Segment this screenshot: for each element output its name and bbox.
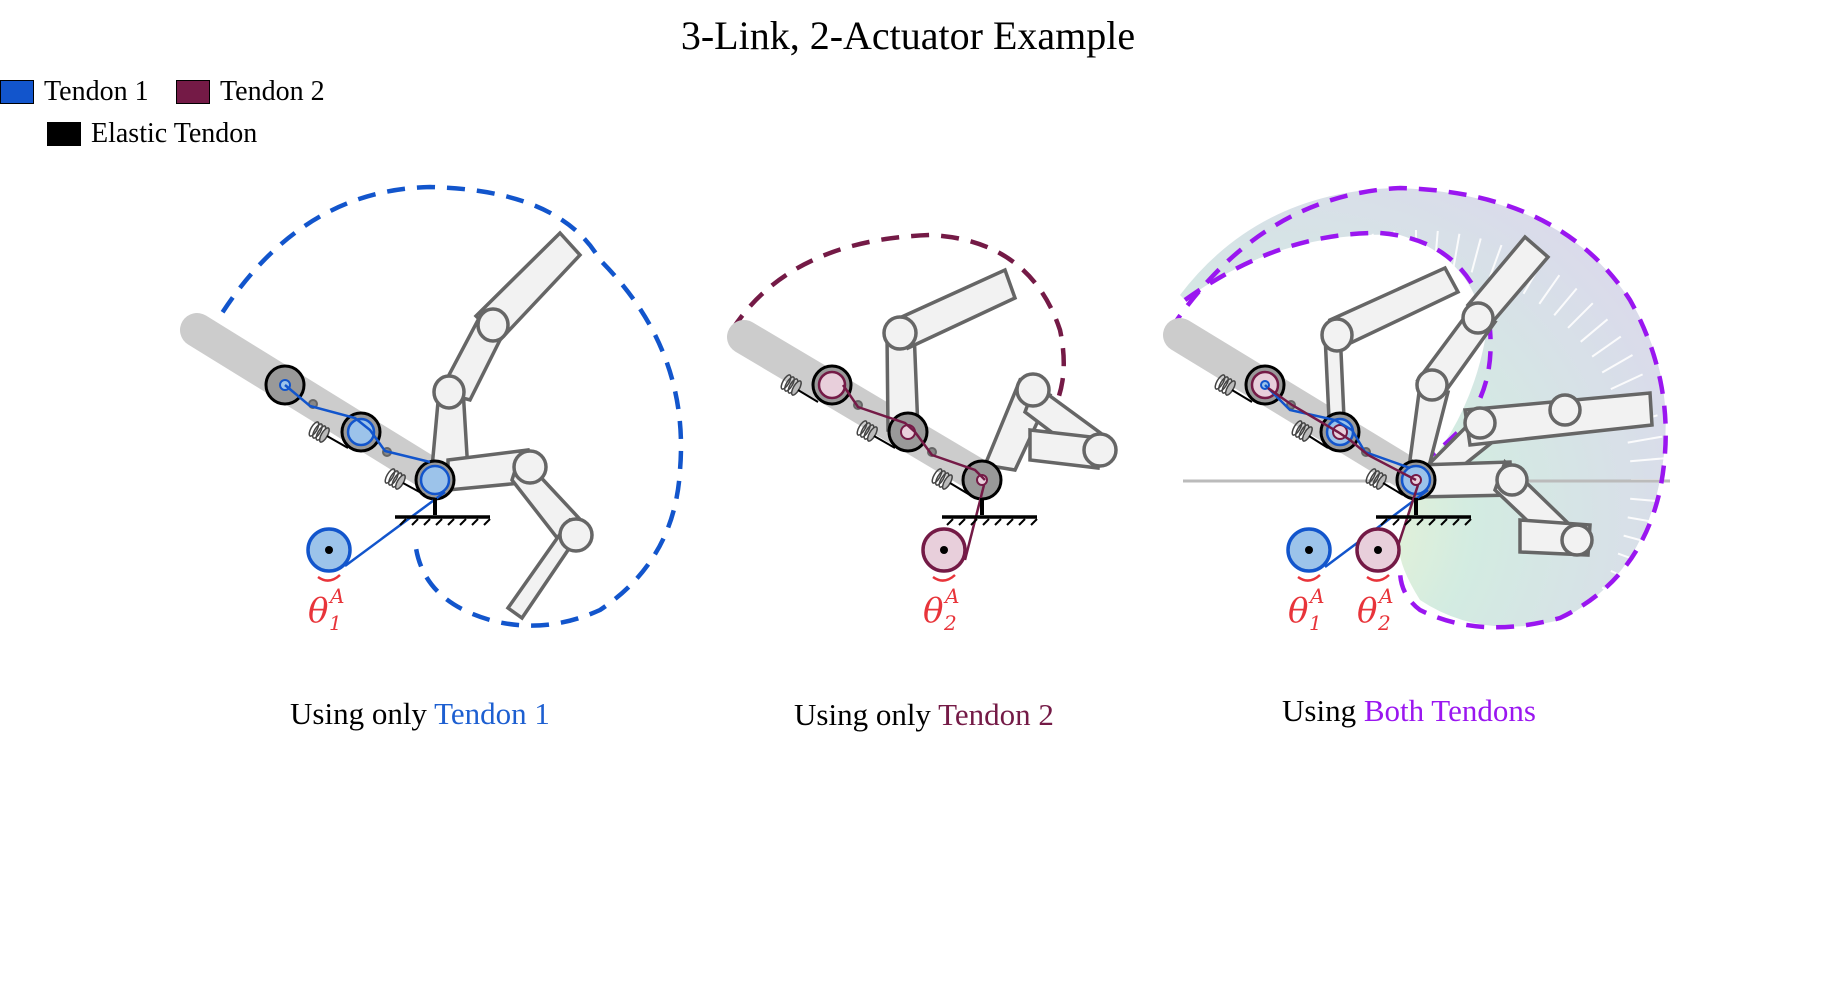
fan-spoke	[1627, 516, 1663, 525]
legend-label: Elastic Tendon	[91, 118, 258, 149]
workspace-boundary	[205, 184, 684, 628]
legend-label: Tendon 2	[220, 76, 325, 107]
legend-swatch-tendon-1	[0, 80, 34, 104]
actuator-label-theta: θ	[1357, 591, 1377, 631]
workspace-boundary-inner	[1183, 230, 1493, 462]
panel-both-tendons: θ A 1 θ A 2	[1163, 185, 1670, 722]
link-chain-up	[430, 230, 583, 474]
fan-spoke	[1627, 435, 1663, 444]
legend-item-tendon-1: Tendon 1	[0, 76, 149, 108]
fan-spoke	[1329, 244, 1344, 279]
fan-spoke	[1238, 302, 1265, 329]
svg-text:2: 2	[1377, 611, 1391, 635]
caption-panel-3: Using Both Tendons	[1282, 693, 1536, 728]
fan-spoke	[1254, 287, 1279, 316]
fan-spoke	[1623, 534, 1658, 546]
fan-spoke	[1470, 238, 1482, 273]
fan-spoke	[1610, 569, 1643, 587]
caption-panel-1: Using only Tendon 1	[290, 696, 550, 731]
caption-highlight: Tendon 2	[938, 697, 1054, 732]
fan-spoke	[1553, 644, 1578, 673]
fan-spoke	[1601, 354, 1634, 374]
actuator-label-theta: θ	[308, 591, 328, 631]
caption-highlight: Tendon 1	[434, 696, 550, 731]
svg-text:A: A	[328, 584, 344, 608]
link-chain	[882, 267, 1118, 472]
fan-spoke	[1580, 318, 1609, 343]
legend-item-tendon-2: Tendon 2	[176, 76, 325, 108]
fan-spoke	[1538, 274, 1561, 305]
panel-tendon-1: θ A 1	[180, 184, 684, 635]
legend-item-elastic-tendon: Elastic Tendon	[47, 118, 257, 150]
fan-spoke	[1223, 318, 1252, 343]
fan-spoke	[1580, 617, 1609, 642]
fan-spoke	[1567, 631, 1594, 658]
svg-text:1: 1	[329, 611, 342, 635]
fan-spoke	[1271, 274, 1294, 305]
fan-spoke	[1522, 665, 1542, 698]
svg-text:2: 2	[943, 611, 957, 635]
workspace-boundary-outer	[1168, 185, 1668, 630]
fan-spoke	[1505, 674, 1523, 707]
actuator-label-theta: θ	[1288, 591, 1308, 631]
caption-highlight: Both Tendons	[1363, 693, 1536, 728]
svg-text:A: A	[1308, 584, 1324, 608]
fan-spoke	[1553, 287, 1578, 316]
fan-spoke	[1371, 233, 1380, 269]
fan-spoke	[1630, 457, 1666, 463]
tendon-1-path	[284, 384, 431, 464]
fan-spoke	[1470, 687, 1482, 722]
panel-tendon-2: θ A 2	[727, 232, 1118, 635]
legend-swatch-tendon-2	[176, 80, 210, 104]
fan-spoke	[1452, 233, 1461, 269]
fan-spoke	[1309, 253, 1327, 286]
svg-text:A: A	[943, 584, 959, 608]
link-chain-down	[446, 448, 594, 621]
figure-title: 3-Link, 2-Actuator Example	[680, 13, 1136, 58]
fan-spoke	[1488, 244, 1503, 279]
svg-text:1: 1	[1309, 611, 1322, 635]
svg-text:A: A	[1377, 584, 1393, 608]
fan-spoke	[1591, 602, 1622, 625]
legend-label: Tendon 1	[44, 76, 149, 107]
fan-spoke	[1538, 655, 1561, 686]
fan-spoke	[1617, 552, 1652, 567]
fan-spoke	[1610, 373, 1643, 391]
legend-swatch-elastic	[47, 122, 81, 146]
fan-spoke	[1591, 335, 1622, 358]
fan-spoke	[1488, 681, 1503, 716]
base-link	[180, 313, 457, 497]
fan-spoke	[1601, 586, 1634, 606]
fan-spoke	[1350, 238, 1362, 273]
fan-spoke	[1433, 230, 1439, 266]
fan-spoke	[1567, 302, 1594, 329]
workspace-boundary	[730, 232, 1066, 442]
fan-spoke	[1290, 262, 1310, 295]
caption-panel-2: Using only Tendon 2	[794, 697, 1054, 732]
tendon-2-path	[841, 384, 986, 481]
actuator-label-theta: θ	[923, 591, 943, 631]
